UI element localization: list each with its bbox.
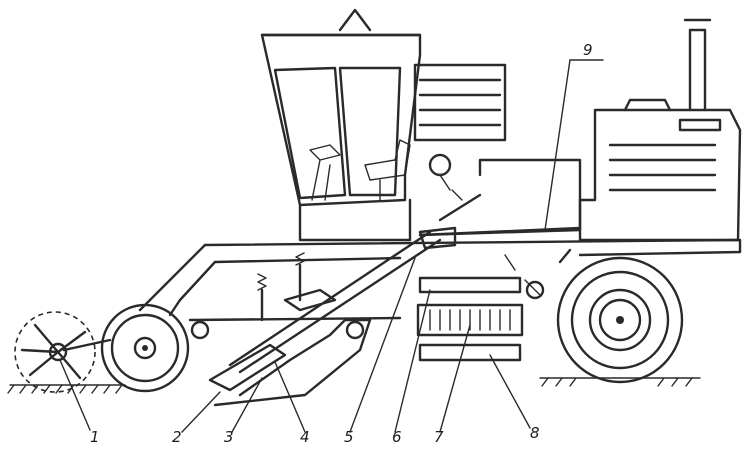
callout-5: 5 xyxy=(344,428,354,446)
hopper-box xyxy=(413,63,507,142)
cleaning-drums xyxy=(416,254,545,362)
callout-6: 6 xyxy=(392,428,402,446)
callout-1: 1 xyxy=(90,428,100,446)
callout-9: 9 xyxy=(583,41,593,59)
elevator-conveyor xyxy=(228,153,482,374)
main-frame xyxy=(138,238,742,322)
callout-4: 4 xyxy=(300,428,310,446)
callout-2: 2 xyxy=(172,428,182,446)
coulter-disc xyxy=(14,311,112,393)
callout-labels: 1 2 3 4 5 6 7 8 9 xyxy=(90,41,593,446)
callout-7: 7 xyxy=(434,428,444,446)
callout-8: 8 xyxy=(530,424,540,442)
front-wheel xyxy=(100,303,190,393)
callout-3: 3 xyxy=(224,428,234,446)
engine-block xyxy=(578,18,742,242)
leader-lines xyxy=(59,59,604,433)
rear-wheel xyxy=(556,256,684,384)
digging-share xyxy=(190,252,372,407)
conveyor-housing xyxy=(418,158,582,237)
ground xyxy=(7,377,701,394)
operator-cab xyxy=(260,8,422,242)
